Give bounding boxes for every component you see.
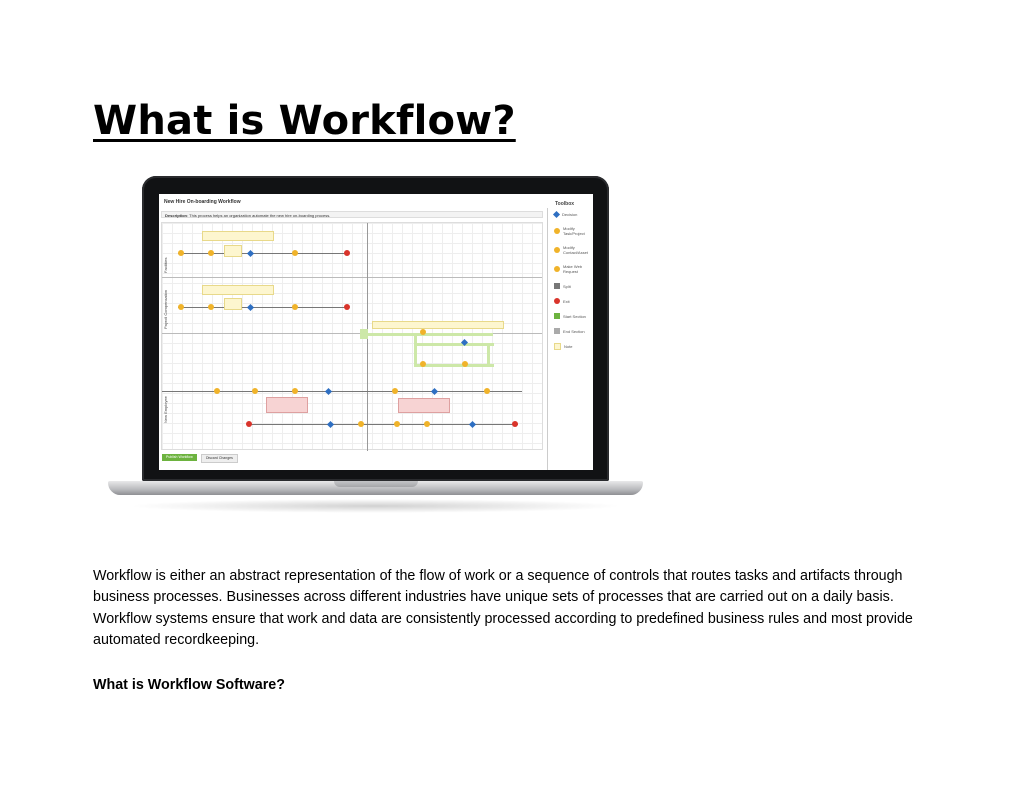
decision-node[interactable] [468, 420, 477, 429]
laptop-base [108, 481, 643, 495]
lane-label-new-employee: New Employee [163, 396, 168, 423]
toolbox-item-modify-contact[interactable]: Modify Contact/Asset [554, 245, 593, 255]
start-section-marker [360, 329, 368, 339]
toolbox-item-split[interactable]: Split [554, 283, 593, 289]
workflow-canvas: Description: This process helps an organ… [159, 208, 548, 470]
page-title: What is Workflow? [93, 98, 516, 144]
section-band [487, 343, 490, 367]
task-node[interactable] [252, 388, 258, 394]
exit-node[interactable] [246, 421, 252, 427]
task-node[interactable] [292, 250, 298, 256]
modify-task-icon [554, 228, 560, 234]
lane-label-payroll: Payroll Compensation [163, 289, 168, 329]
task-node[interactable] [394, 421, 400, 427]
lane-label-facilities: Facilities [163, 257, 168, 273]
toolbox-item-label: Note [564, 344, 573, 349]
task-node[interactable] [208, 250, 214, 256]
toolbox-item-label: Make Web Request [563, 264, 583, 274]
discard-changes-button[interactable]: Discard Changes [201, 454, 238, 463]
toolbox-item-label: End Section [563, 328, 585, 334]
task-node[interactable] [420, 329, 426, 335]
task-node[interactable] [178, 304, 184, 310]
toolbox-item-label: Start Section [563, 313, 586, 319]
workflow-note [202, 231, 274, 241]
toolbox-item-label: Exit [563, 298, 570, 304]
lane-divider [162, 277, 542, 278]
laptop-image: New Hire On-boarding Workflow Descriptio… [108, 176, 643, 521]
section-band [414, 343, 494, 346]
workflow-connector [162, 391, 522, 392]
workflow-connector [178, 253, 348, 254]
toolbox-item-label: Modify Task/Project [563, 226, 585, 236]
task-node[interactable] [462, 361, 468, 367]
toolbox-item-label: Modify Contact/Asset [563, 245, 588, 255]
publish-workflow-button[interactable]: Publish Workflow [162, 454, 197, 461]
workflow-app: New Hire On-boarding Workflow Descriptio… [159, 194, 593, 470]
task-node[interactable] [208, 304, 214, 310]
task-node[interactable] [358, 421, 364, 427]
task-node[interactable] [424, 421, 430, 427]
toolbox-item-end-section[interactable]: End Section [554, 328, 593, 334]
warning-note [398, 398, 450, 413]
toolbox-item-note[interactable]: Note [554, 343, 593, 350]
workflow-note [224, 245, 242, 257]
exit-node[interactable] [512, 421, 518, 427]
task-node[interactable] [292, 304, 298, 310]
description-text: This process helps an organization autom… [189, 213, 331, 218]
app-title: New Hire On-boarding Workflow [164, 199, 241, 205]
task-node[interactable] [214, 388, 220, 394]
task-node[interactable] [178, 250, 184, 256]
end-section-icon [554, 328, 560, 334]
workflow-note [202, 285, 274, 295]
toolbox-item-exit[interactable]: Exit [554, 298, 593, 304]
decision-node[interactable] [324, 387, 333, 396]
toolbox-title: Toolbox [555, 201, 575, 207]
body-paragraph: Workflow is either an abstract represent… [93, 568, 913, 649]
decision-node[interactable] [246, 249, 255, 258]
description-label: Description [165, 213, 188, 218]
toolbox-item-start-section[interactable]: Start Section [554, 313, 593, 319]
exit-icon [554, 298, 560, 304]
web-request-icon [554, 266, 560, 272]
toolbox-item-label: Decision [562, 212, 578, 217]
toolbox-item-modify-task[interactable]: Modify Task/Project [554, 226, 593, 236]
workflow-note [224, 298, 242, 310]
workflow-connector [248, 424, 518, 425]
decision-node[interactable] [246, 303, 255, 312]
exit-node[interactable] [344, 250, 350, 256]
workflow-grid: Facilities Payroll Compensation New Empl… [161, 222, 543, 451]
warning-note [266, 397, 308, 413]
toolbox-item-label: Split [563, 283, 571, 289]
decision-node[interactable] [326, 420, 335, 429]
task-node[interactable] [420, 361, 426, 367]
decision-node[interactable] [430, 387, 439, 396]
section-band [414, 364, 494, 367]
start-section-icon [554, 313, 560, 319]
workflow-connector [178, 307, 348, 308]
task-node[interactable] [484, 388, 490, 394]
laptop-notch [334, 481, 418, 487]
modify-contact-icon [554, 247, 560, 253]
note-icon [554, 343, 561, 350]
toolbox-item-web-request[interactable]: Make Web Request [554, 264, 593, 274]
workflow-note [372, 321, 504, 329]
laptop-screen: New Hire On-boarding Workflow Descriptio… [159, 194, 593, 470]
toolbox-item-decision[interactable]: Decision [552, 210, 593, 219]
laptop-shadow [128, 499, 623, 513]
section-subheading: What is Workflow Software? [93, 677, 285, 693]
task-node[interactable] [292, 388, 298, 394]
split-icon [554, 283, 560, 289]
exit-node[interactable] [344, 304, 350, 310]
section-band [414, 333, 417, 367]
decision-icon [552, 210, 561, 219]
section-band [367, 333, 493, 336]
description-bar: Description: This process helps an organ… [161, 211, 543, 218]
task-node[interactable] [392, 388, 398, 394]
toolbox-panel: Toolbox Decision Modify Task/Project Mod… [549, 201, 593, 470]
lane-divider [162, 333, 542, 334]
